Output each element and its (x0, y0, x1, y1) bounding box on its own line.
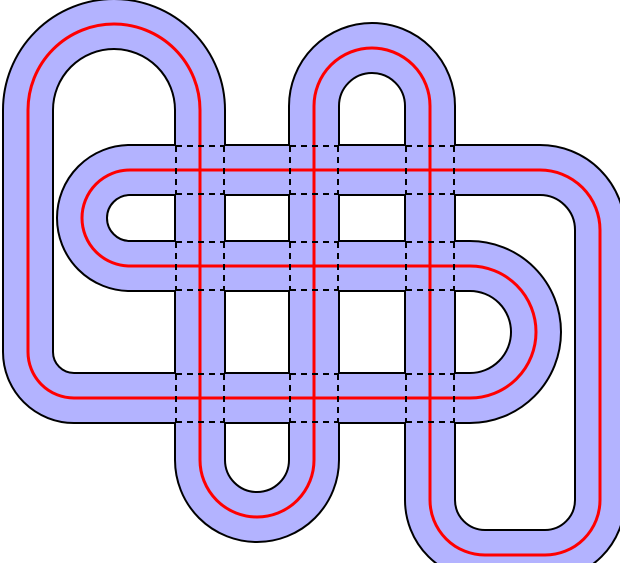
band-fill-5 (200, 160, 314, 517)
